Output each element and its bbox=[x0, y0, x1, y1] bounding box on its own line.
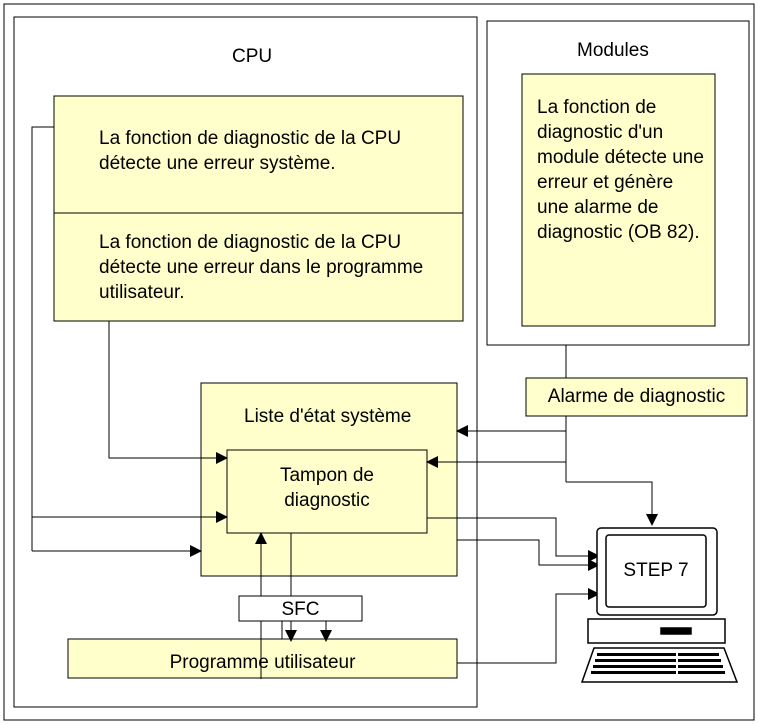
sfc-box bbox=[238, 595, 363, 622]
diagnostic-buffer-box bbox=[226, 449, 428, 534]
system-error-left-line bbox=[31, 126, 54, 551]
diag-program-error-text: La fonction de diagnostic de la CPU déte… bbox=[99, 232, 424, 303]
diag-system-error-box bbox=[53, 95, 464, 215]
alarm-to-step7-arrow bbox=[566, 481, 658, 526]
diag-system-error-text: La fonction de diagnostic de la CPU déte… bbox=[99, 128, 402, 174]
cpu-title: CPU bbox=[232, 46, 273, 67]
program-error-to-buffer-arrow bbox=[108, 321, 228, 464]
system-status-list-title: Liste d'état système bbox=[244, 406, 412, 427]
modules-text-box bbox=[521, 73, 716, 327]
program-to-step7-arrow bbox=[457, 588, 600, 664]
step7-label: STEP 7 bbox=[623, 560, 689, 581]
alarm-box bbox=[525, 377, 748, 417]
diag-program-error-box bbox=[53, 212, 464, 322]
alarm-label: Alarme de diagnostic bbox=[547, 386, 726, 407]
buffer-to-step7-arrow bbox=[427, 517, 600, 562]
sfc-label: SFC bbox=[281, 599, 320, 620]
user-program-label: Programme utilisateur bbox=[169, 652, 356, 673]
computer-icon bbox=[580, 527, 739, 683]
diagnostic-buffer-label: Tampon de diagnostic bbox=[279, 465, 374, 511]
modules-title: Modules bbox=[577, 40, 649, 61]
connectors bbox=[31, 126, 658, 679]
ssl-to-step7-arrow bbox=[457, 539, 600, 571]
modules-description: La fonction de diagnostic d'un module dé… bbox=[537, 97, 704, 243]
user-program-frame bbox=[67, 638, 458, 679]
